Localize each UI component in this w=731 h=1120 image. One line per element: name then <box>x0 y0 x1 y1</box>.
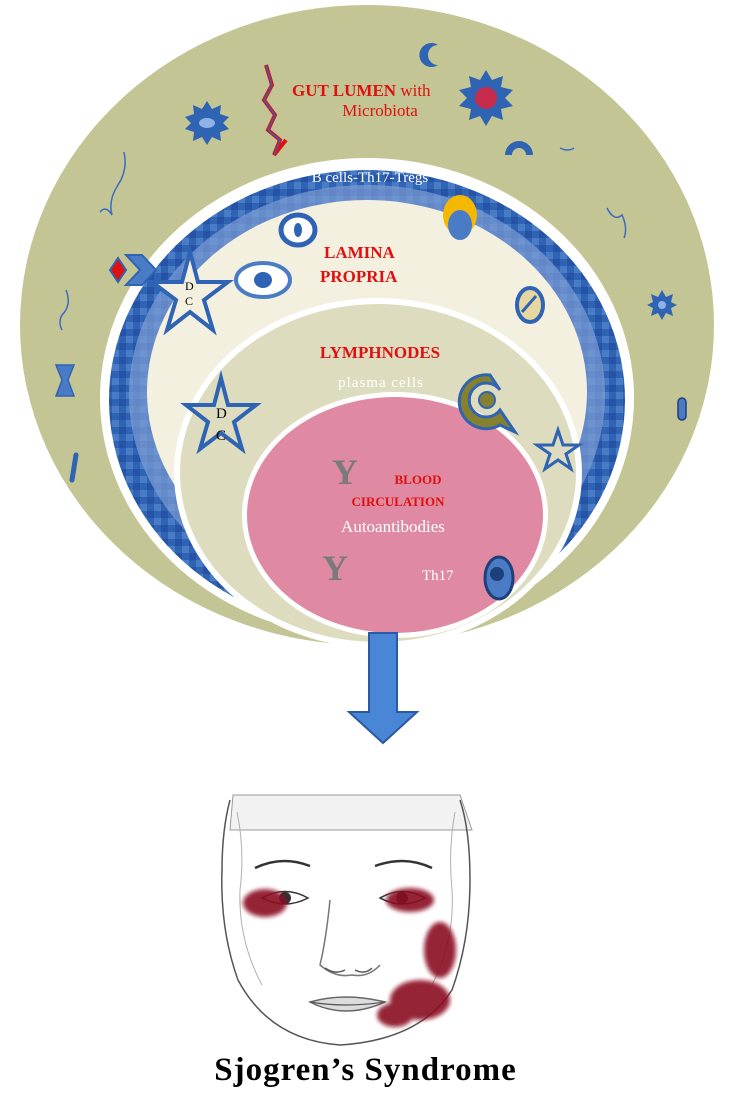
antibody-icon: Y <box>322 548 348 588</box>
antibody-icon: Y <box>332 452 358 492</box>
spiky-cell-icon <box>185 101 229 145</box>
crescent-cell-icon <box>443 195 477 240</box>
thread-microbe-icon <box>99 151 126 216</box>
figure-caption: Sjogren’s Syndrome <box>214 1052 517 1088</box>
squiggle-microbe-icon <box>263 64 281 156</box>
blood-label-1: BLOOD <box>395 472 442 487</box>
thread-microbe-icon <box>559 147 575 151</box>
dc-label-letter-1: D <box>216 406 227 422</box>
plasma-cells-label: plasma cells <box>338 375 424 391</box>
crescent-icon <box>419 43 438 67</box>
microbiota-label: Microbiota <box>342 101 418 120</box>
dc-label-letter-1: D <box>185 279 194 293</box>
bcells-label: B cells-Th17-Tregs <box>312 170 429 186</box>
dc-label-letter-2: C <box>185 294 193 308</box>
red-spiky-cell-icon <box>459 70 513 126</box>
hourglass-icon <box>54 364 76 397</box>
c-shaped-cell-icon <box>457 373 520 436</box>
th17-label: Th17 <box>422 568 454 584</box>
thread-microbe-icon <box>606 207 627 239</box>
lamina-propria-label-2: PROPRIA <box>320 267 398 286</box>
blood-label-2: CIRCULATION <box>352 494 446 509</box>
down-arrow-icon <box>346 632 420 745</box>
thread-microbe-icon <box>59 289 69 331</box>
blood-circulation-region <box>247 397 543 633</box>
rod-microbe-icon <box>69 452 79 483</box>
gut-lumen-label: GUT LUMEN with <box>292 81 431 100</box>
oval-cell-icon <box>234 261 292 299</box>
lymphnodes-label: LYMPHNODES <box>320 343 440 362</box>
autoantibodies-label: Autoantibodies <box>341 517 445 536</box>
oval-cell-icon <box>278 212 318 248</box>
dc-star-icon <box>180 370 262 455</box>
dc-label-letter-2: C <box>216 428 226 444</box>
th17-cell-icon <box>483 555 515 601</box>
lamina-propria-label-1: LAMINA <box>324 243 396 262</box>
gear-icon <box>647 290 677 320</box>
arch-icon <box>505 141 533 155</box>
chevron-icon <box>108 254 158 286</box>
striped-cell-icon <box>515 286 545 324</box>
small-star-icon <box>532 425 584 473</box>
rash-icon <box>243 888 456 1027</box>
dc-star-icon <box>146 244 234 336</box>
rod-microbe-icon <box>677 397 687 421</box>
